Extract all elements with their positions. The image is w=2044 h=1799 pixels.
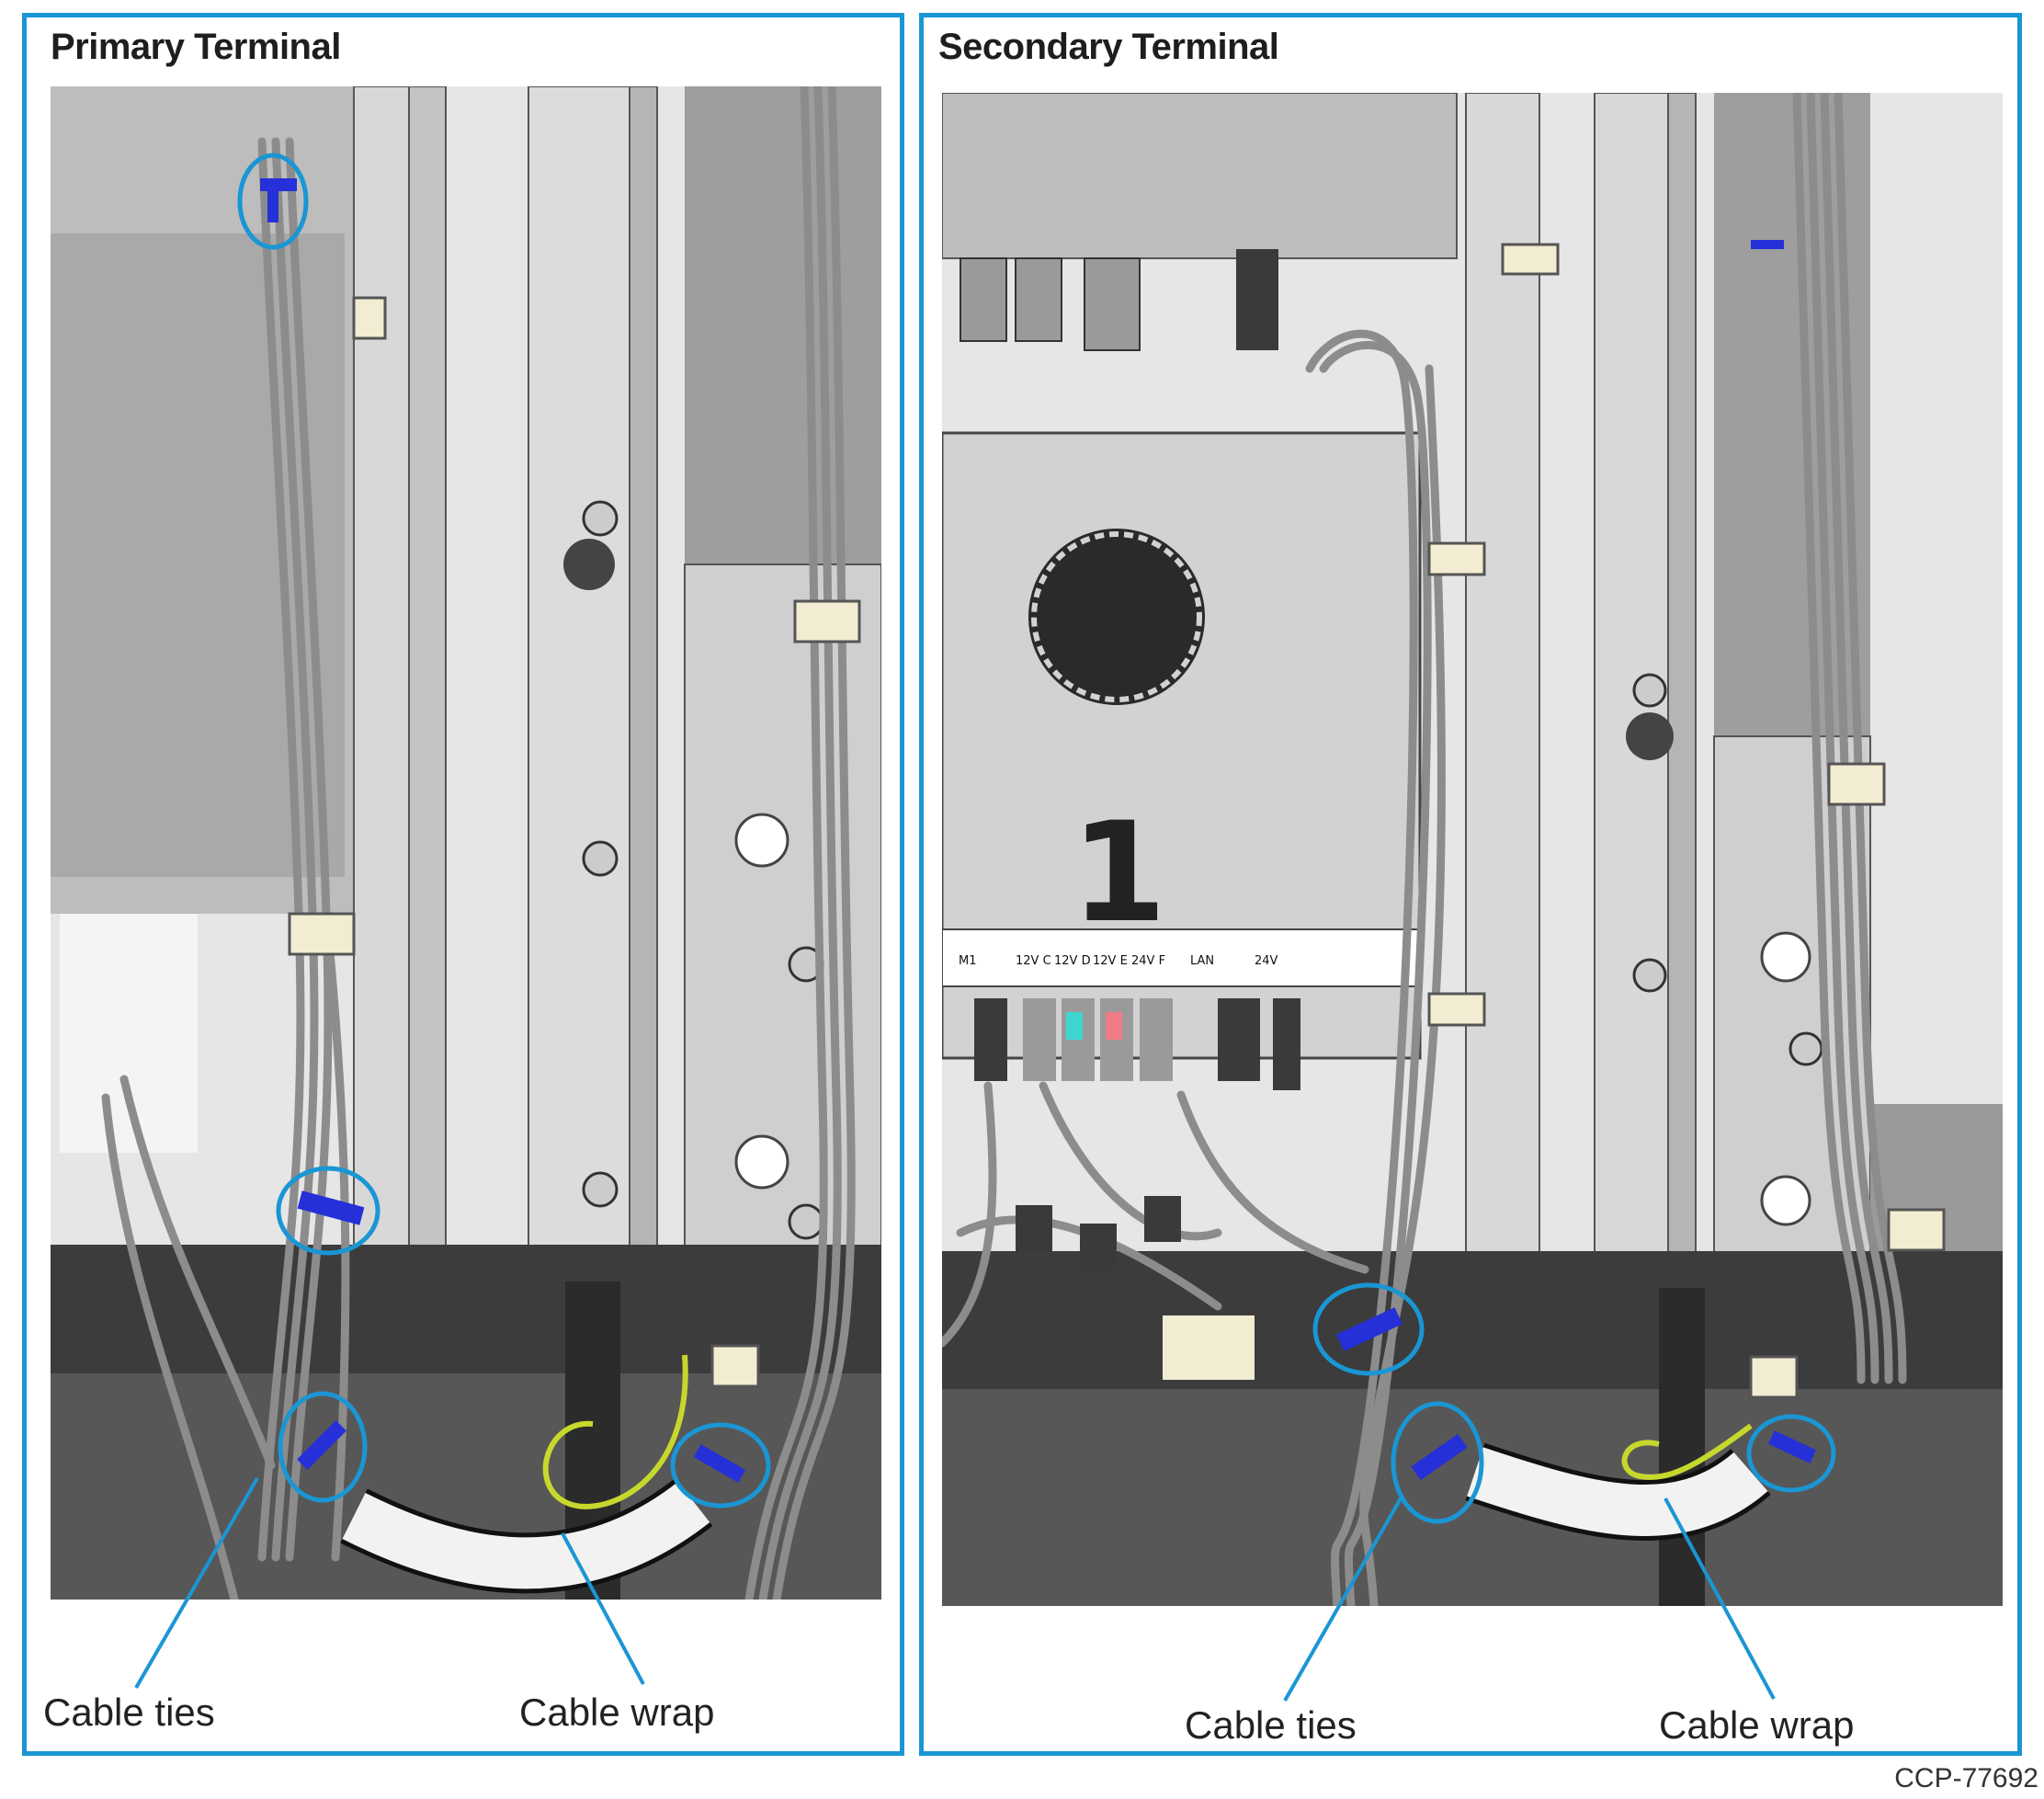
port-label: 12V D <box>1054 954 1091 968</box>
primary-terminal-panel: Primary Terminal <box>22 13 904 1756</box>
port-label: M1 <box>959 954 977 968</box>
figure-id: CCP-77692 <box>1894 1763 2038 1793</box>
primary-terminal-illustration <box>51 86 881 1600</box>
port-label: 12V C <box>1016 954 1051 968</box>
cable-ties-label: Cable ties <box>1185 1703 1357 1747</box>
panel-title: Secondary Terminal <box>938 27 1279 67</box>
pc-number: 1 <box>1071 793 1166 953</box>
cable-wrap-label: Cable wrap <box>519 1691 715 1734</box>
cable-wrap-label: Cable wrap <box>1659 1703 1855 1747</box>
port-label: 24V <box>1255 954 1278 968</box>
port-label: 12V E <box>1093 954 1128 968</box>
panel-title: Primary Terminal <box>51 27 341 67</box>
cable-ties-label: Cable ties <box>43 1691 215 1734</box>
port-label: LAN <box>1190 954 1214 968</box>
port-label: 24V F <box>1131 954 1165 968</box>
